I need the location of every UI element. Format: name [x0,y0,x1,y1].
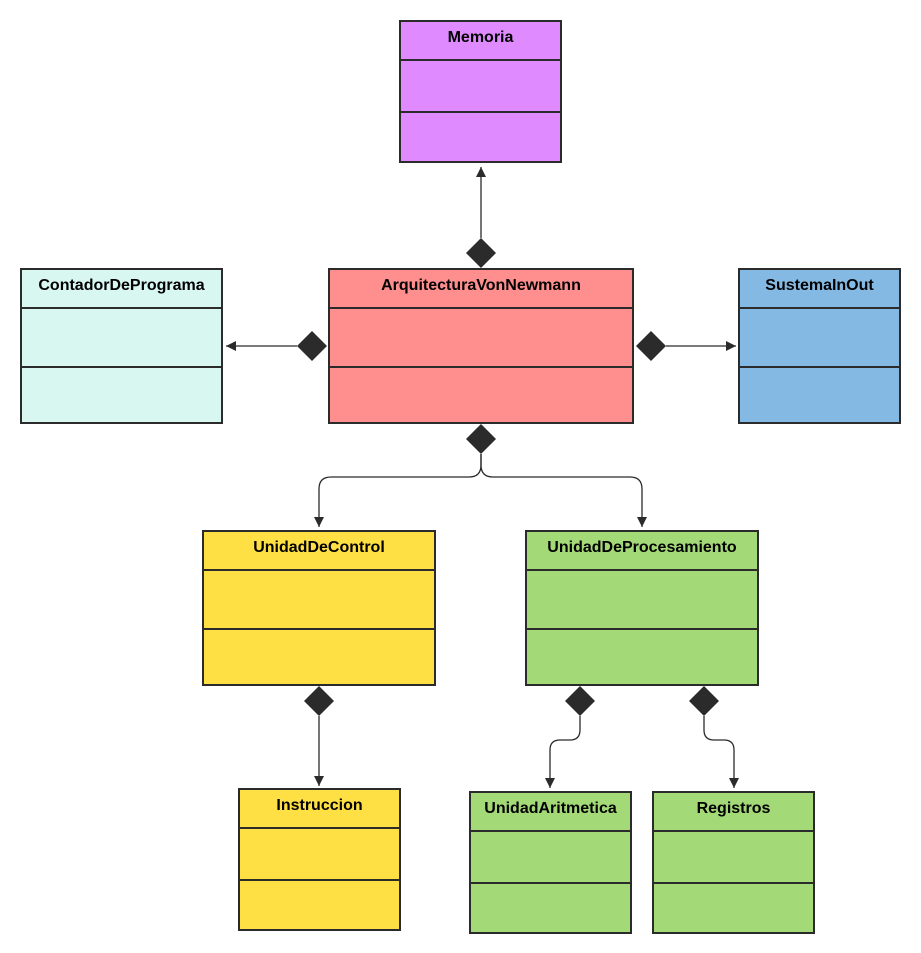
class-operations [240,881,399,929]
class-unidad-aritmetica[interactable]: UnidadAritmetica [469,791,632,934]
class-name: UnidadDeProcesamiento [527,532,757,571]
class-unidad-de-control[interactable]: UnidadDeControl [202,530,436,686]
connector-procesamiento-aritmetica[interactable] [545,716,581,788]
class-name: UnidadAritmetica [471,793,630,832]
class-operations [22,368,221,422]
composition-diamond-icon [466,238,496,268]
class-attributes [204,571,434,630]
class-arquitectura-von-newmann[interactable]: ArquitecturaVonNewmann [328,268,634,424]
class-name: UnidadDeControl [204,532,434,571]
class-sustema-in-out[interactable]: SustemaInOut [738,268,901,424]
class-name: Memoria [401,22,560,61]
composition-diamond-icon [304,686,334,716]
class-attributes [401,61,560,113]
class-unidad-de-procesamiento[interactable]: UnidadDeProcesamiento [525,530,759,686]
class-name: ContadorDePrograma [22,270,221,309]
composition-diamond-icon [466,424,496,454]
class-attributes [740,309,899,368]
class-operations [204,630,434,684]
class-operations [471,884,630,932]
class-instruccion[interactable]: Instruccion [238,788,401,931]
composition-diamond-icon [689,686,719,716]
class-attributes [471,832,630,884]
class-attributes [22,309,221,368]
class-name: SustemaInOut [740,270,899,309]
composition-diamond-icon [297,331,327,361]
class-attributes [527,571,757,630]
connector-arquitectura-procesamiento[interactable] [480,454,647,527]
class-operations [401,113,560,161]
class-name: ArquitecturaVonNewmann [330,270,632,309]
connector-arquitectura-control[interactable] [314,454,482,527]
connector-procesamiento-registros[interactable] [703,716,739,788]
class-operations [654,884,813,932]
class-contador-de-programa[interactable]: ContadorDePrograma [20,268,223,424]
class-operations [330,368,632,422]
class-operations [527,630,757,684]
class-name: Instruccion [240,790,399,829]
class-attributes [330,309,632,368]
class-registros[interactable]: Registros [652,791,815,934]
class-name: Registros [654,793,813,832]
composition-diamond-icon [636,331,666,361]
class-operations [740,368,899,422]
class-memoria[interactable]: Memoria [399,20,562,163]
composition-diamond-icon [565,686,595,716]
class-attributes [240,829,399,881]
class-attributes [654,832,813,884]
